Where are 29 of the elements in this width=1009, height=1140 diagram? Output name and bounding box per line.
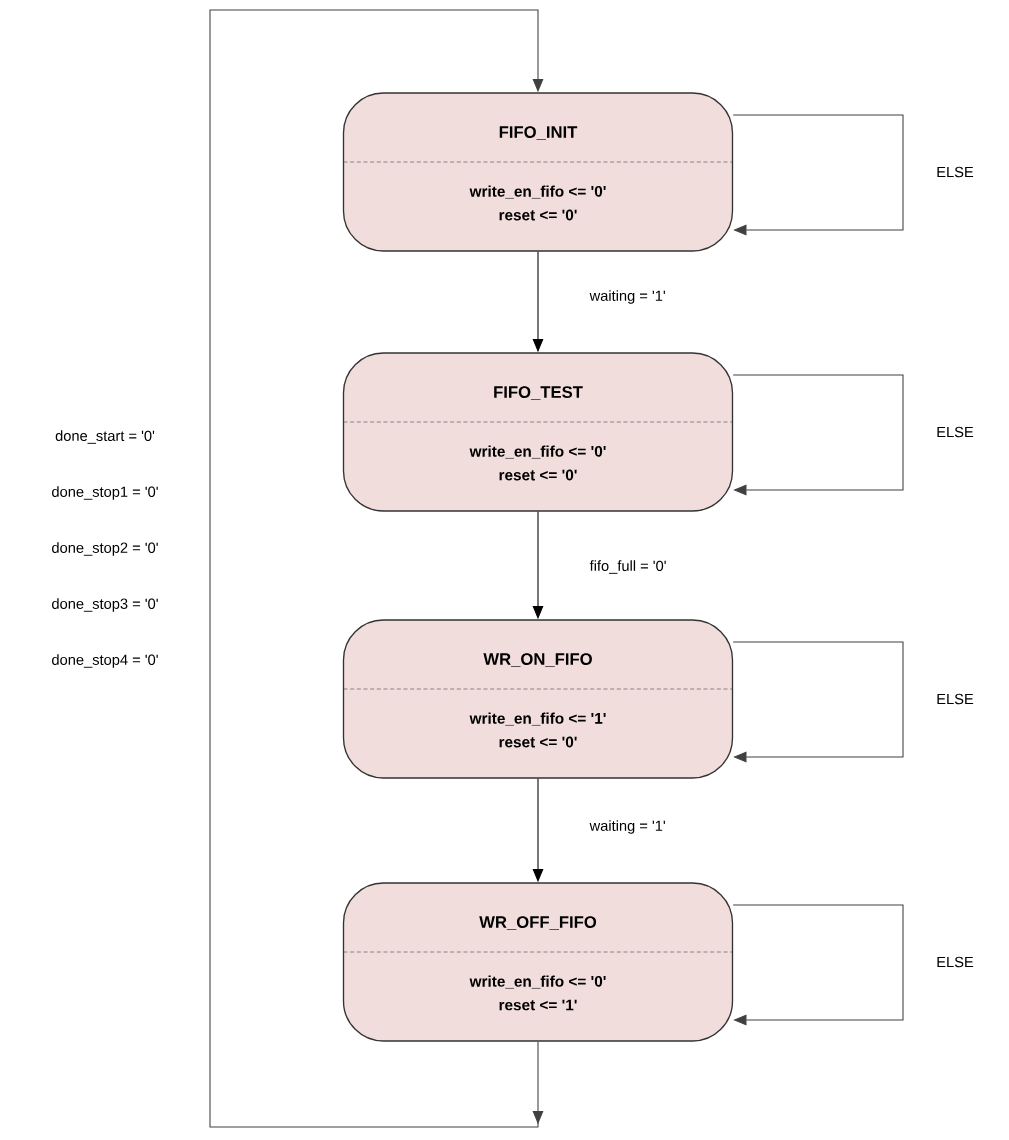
state-output: reset <= '1' (499, 999, 577, 1011)
state-output: reset <= '0' (499, 469, 577, 481)
edge-label: ELSE (934, 955, 976, 969)
state-name: WR_OFF_FIFO (479, 916, 597, 930)
state-output: reset <= '0' (499, 736, 577, 748)
edge-label: ELSE (934, 425, 976, 439)
condition-label: done_stop4 = '0' (52, 654, 158, 668)
state-output: write_en_fifo <= '0' (469, 975, 606, 989)
edge-label: waiting = '1' (588, 288, 668, 306)
state-output: reset <= '0' (499, 209, 577, 221)
condition-label: done_stop3 = '0' (52, 598, 158, 612)
condition-label: done_start = '0' (55, 430, 155, 444)
self-loop-arrow (732, 114, 904, 236)
self-loop-arrow (732, 374, 904, 496)
edge-label: ELSE (934, 692, 976, 706)
state-name: FIFO_TEST (494, 386, 583, 400)
state-name: WR_ON_FIFO (483, 653, 592, 667)
edge-label: fifo_full = '0' (588, 558, 668, 576)
self-loop-arrow (732, 904, 904, 1026)
edge-label: waiting = '1' (588, 818, 668, 836)
state-name: FIFO_INIT (499, 126, 578, 140)
edge-label: ELSE (934, 165, 976, 179)
condition-label: done_stop2 = '0' (52, 542, 158, 556)
state-output: write_en_fifo <= '0' (469, 185, 606, 199)
state-output: write_en_fifo <= '1' (469, 712, 606, 726)
state-output: write_en_fifo <= '0' (469, 445, 606, 459)
self-loop-arrow (732, 641, 904, 763)
return-arrow (209, 9, 544, 1128)
condition-label: done_stop1 = '0' (52, 486, 158, 500)
